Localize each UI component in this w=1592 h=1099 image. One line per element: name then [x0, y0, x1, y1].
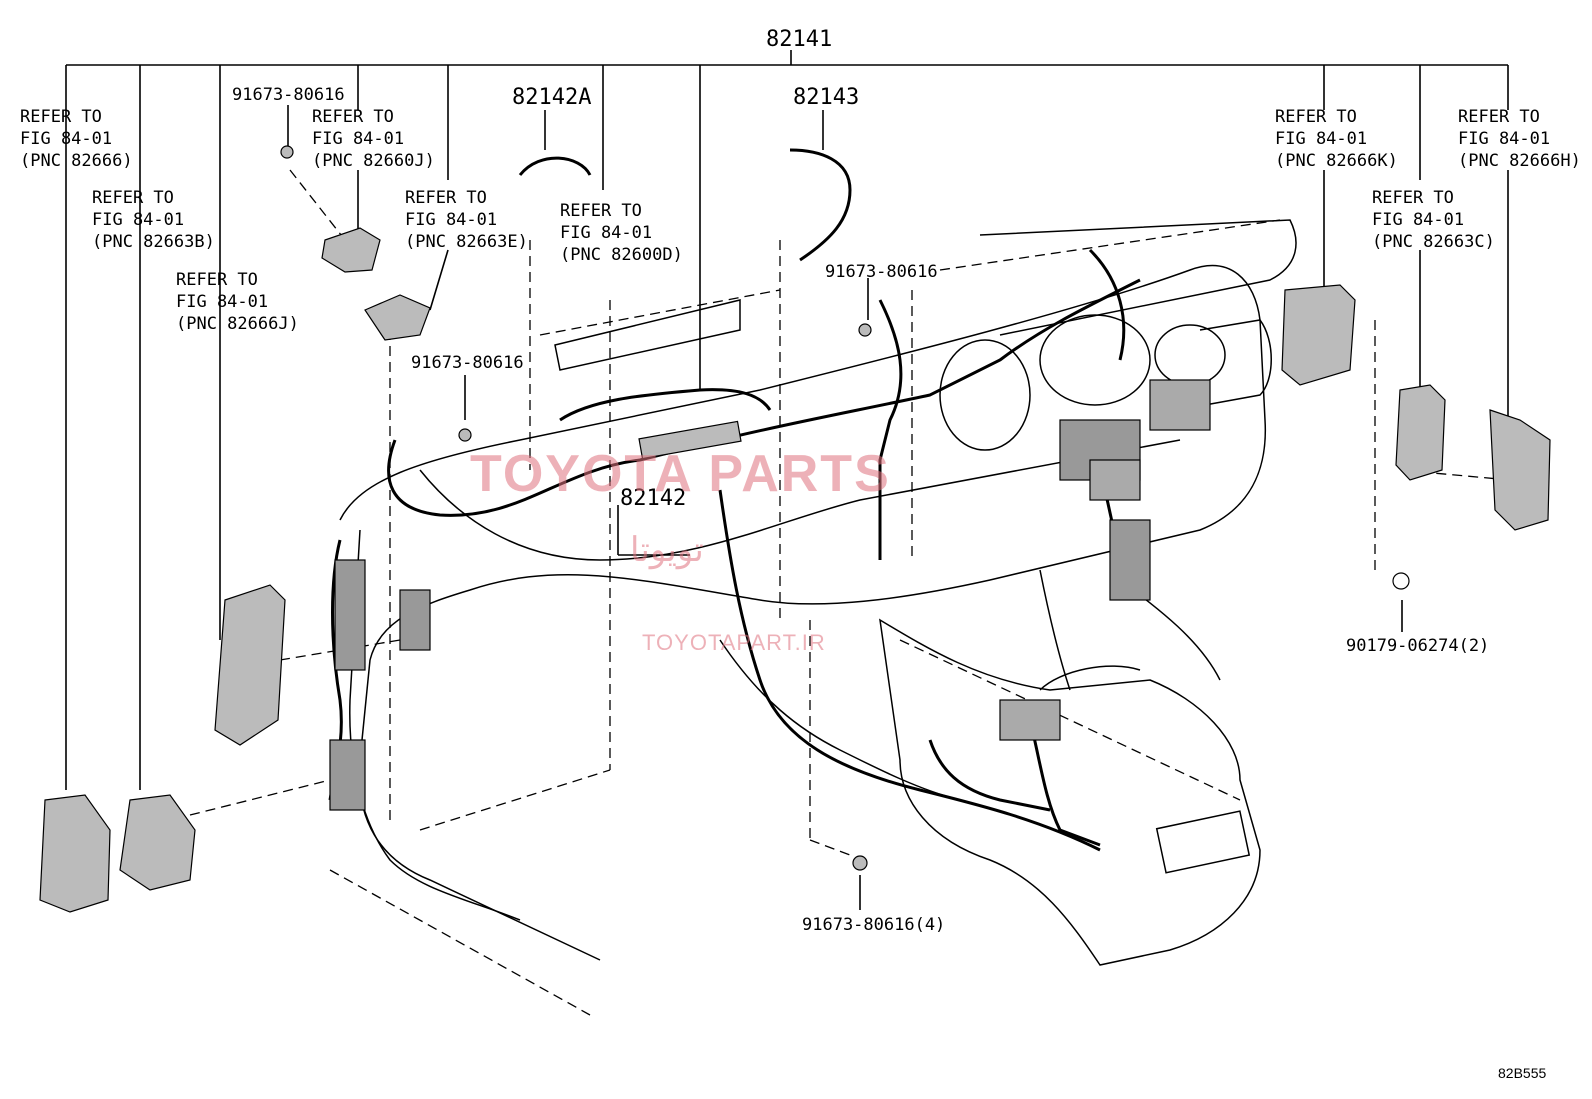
part-number-82142: 82142 — [620, 486, 687, 511]
part-number-82143: 82143 — [793, 85, 860, 110]
ref-line1: REFER TO — [92, 188, 174, 208]
ref-line3: (PNC 82666K) — [1275, 151, 1398, 171]
diagram-code: 82B555 — [1498, 1065, 1547, 1081]
bolt-part-number-mid: 91673-80616 — [411, 353, 524, 373]
ref-line3: (PNC 82666) — [20, 151, 133, 171]
watermark-persian: تویوتا — [630, 531, 704, 569]
ref-line1: REFER TO — [20, 107, 102, 127]
component-shapes — [39, 145, 1551, 913]
leader-lines — [287, 105, 1509, 910]
bolt-part-number-bottom: 91673-80616(4) — [802, 915, 946, 935]
bolt-part-number-top: 91673-80616 — [232, 85, 345, 105]
ref-line3: (PNC 82666J) — [176, 314, 299, 334]
ref-line3: (PNC 82663B) — [92, 232, 215, 252]
ref-line1: REFER TO — [1372, 188, 1454, 208]
bolt-part-number-center: 91673-80616 — [825, 262, 938, 282]
ref-line1: REFER TO — [1275, 107, 1357, 127]
part-number-82141: 82141 — [766, 27, 833, 52]
watermark-url: TOYOTAPART.IR — [642, 630, 826, 655]
ref-line2: FIG 84-01 — [1275, 129, 1368, 149]
clip-part-number: 90179-06274(2) — [1346, 636, 1490, 656]
ref-line2: FIG 84-01 — [560, 223, 653, 243]
ref-line2: FIG 84-01 — [1458, 129, 1551, 149]
ref-line2: FIG 84-01 — [405, 210, 498, 230]
ref-line3: (PNC 82660J) — [312, 151, 435, 171]
ref-line2: FIG 84-01 — [1372, 210, 1465, 230]
ref-line3: (PNC 82663E) — [405, 232, 528, 252]
ref-line1: REFER TO — [1458, 107, 1540, 127]
watermark-text: TOYOTA PARTS — [470, 445, 891, 503]
ref-line1: REFER TO — [560, 201, 642, 221]
ref-line1: REFER TO — [405, 188, 487, 208]
ref-line1: REFER TO — [312, 107, 394, 127]
ref-line2: FIG 84-01 — [176, 292, 269, 312]
ref-line3: (PNC 82600D) — [560, 245, 683, 265]
ref-line2: FIG 84-01 — [312, 129, 405, 149]
dashboard-outline — [339, 219, 1297, 966]
ref-line3: (PNC 82663C) — [1372, 232, 1495, 252]
dashed-lines — [189, 169, 1511, 1016]
part-number-82142a: 82142A — [512, 85, 592, 110]
ref-line2: FIG 84-01 — [20, 129, 113, 149]
main-harness-bracket — [65, 50, 1509, 790]
ref-line2: FIG 84-01 — [92, 210, 185, 230]
ref-line1: REFER TO — [176, 270, 258, 290]
ref-line3: (PNC 82666H) — [1458, 151, 1581, 171]
